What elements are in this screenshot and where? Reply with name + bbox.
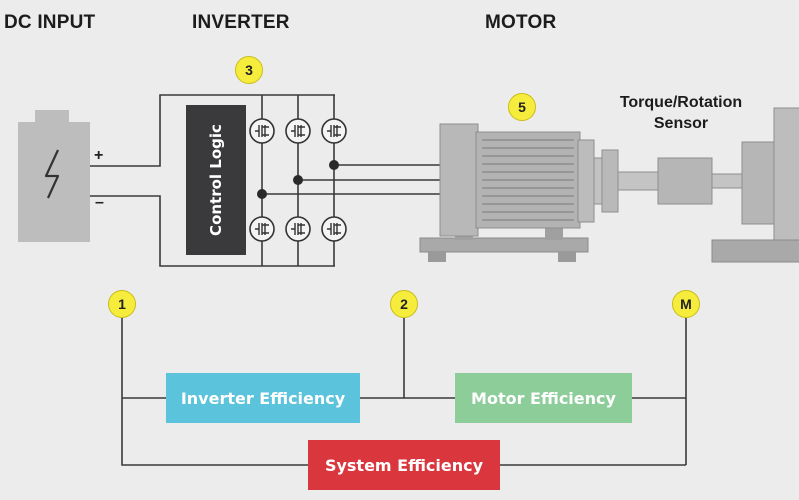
inverter-efficiency-box: Inverter Efficiency [166, 373, 360, 423]
junction-dots [257, 160, 339, 199]
badge-2: 2 [390, 290, 418, 318]
control-logic-label: Control Logic [207, 124, 225, 236]
inverter-header: INVERTER [192, 12, 290, 33]
measurement-lines [121, 318, 687, 466]
control-logic-block [186, 105, 246, 255]
sensor-label: Torque/Rotation Sensor [596, 92, 766, 134]
control-logic-label-wrap: Control Logic [186, 110, 246, 250]
sensor-label-line1: Torque/Rotation [619, 94, 743, 111]
transistor-icon [321, 216, 347, 242]
lightning-bolt-icon [44, 149, 60, 199]
motor-header: MOTOR [485, 12, 557, 33]
battery [18, 110, 90, 242]
negative-terminal-label: – [95, 194, 104, 211]
load-machine [711, 107, 799, 263]
badge-1: 1 [108, 290, 136, 318]
transistor-icon [321, 118, 347, 144]
badge-5: 5 [508, 93, 536, 121]
motor-efficiency-box: Motor Efficiency [455, 373, 632, 423]
torque-sensor [657, 157, 743, 205]
dc-input-header: DC INPUT [4, 12, 96, 33]
transistor-icon [249, 216, 275, 242]
transistor-switches [249, 118, 347, 242]
positive-terminal-label: + [94, 147, 104, 164]
badge-m: M [672, 290, 700, 318]
badge-3: 3 [235, 56, 263, 84]
system-efficiency-box: System Efficiency [308, 440, 500, 490]
motor [419, 123, 659, 262]
transistor-icon [285, 216, 311, 242]
transistor-icon [285, 118, 311, 144]
transistor-icon [249, 118, 275, 144]
sensor-label-line2: Sensor [653, 115, 709, 132]
